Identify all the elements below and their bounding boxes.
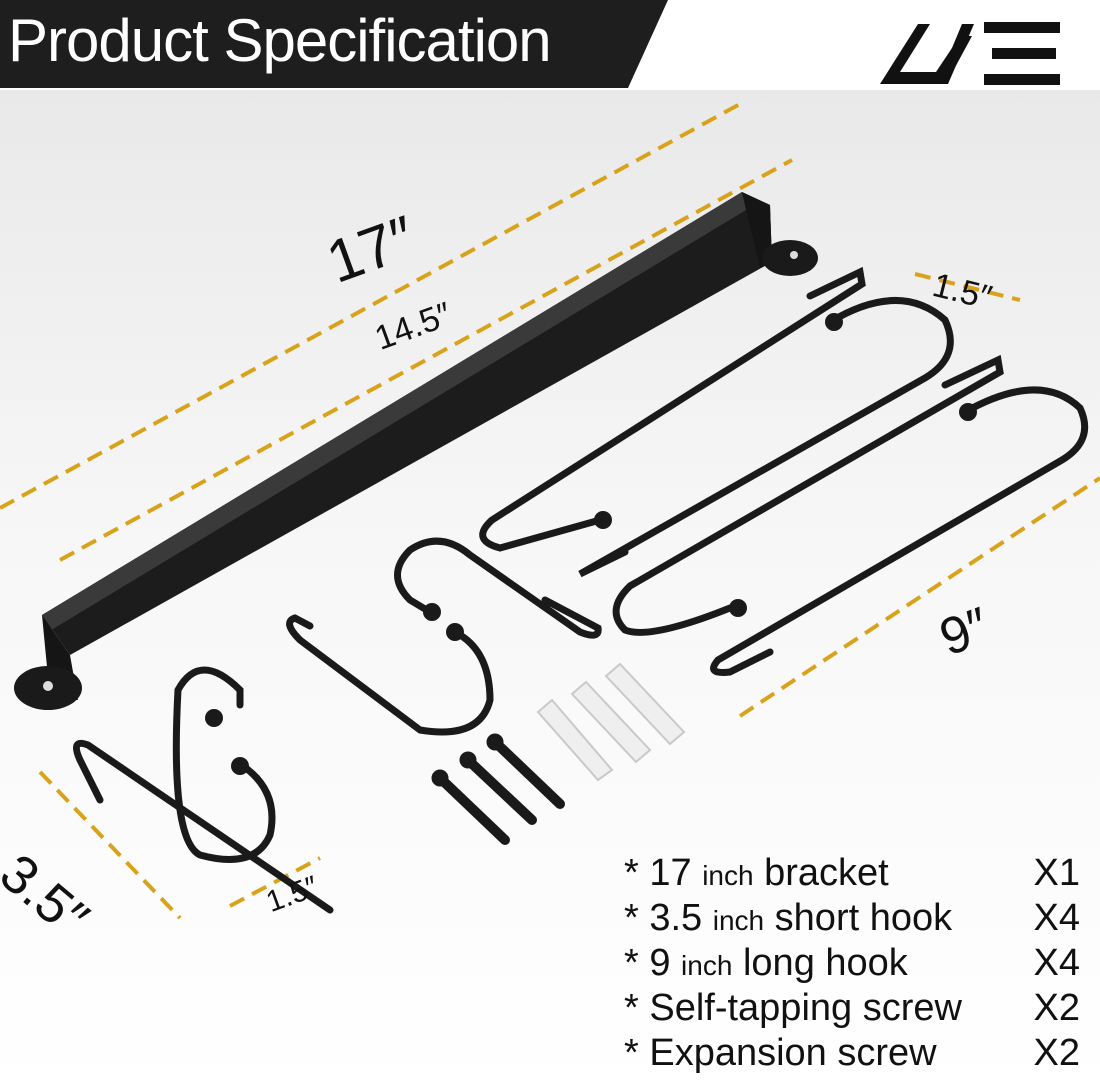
short-hook-ball-ends [205, 603, 464, 775]
spec-name: long hook [742, 942, 908, 984]
page-title: Product Specification [8, 7, 552, 74]
dim-line-1-5-bottom [229, 856, 321, 908]
spec-name: bracket [764, 852, 889, 894]
long-hook-ball-ends [594, 313, 977, 617]
bracket [14, 192, 818, 710]
long-hooks [479, 266, 1089, 676]
spec-num: * Expansion screw [624, 1032, 937, 1074]
short-hooks [72, 537, 602, 914]
dimension-lines [0, 102, 1100, 920]
spec-item: * 17 inch bracket X1 [624, 852, 1094, 897]
dim-line-1-5-top [914, 272, 1021, 302]
title-bar-bg [0, 0, 668, 88]
spec-qty: X4 [1033, 897, 1080, 939]
spec-item: * 3.5 inch short hook X4 [624, 897, 1094, 942]
dim-line-3-5 [38, 770, 182, 920]
spec-num: * 9 [624, 942, 671, 984]
spec-num: * 17 [624, 852, 692, 894]
spec-item: * Self-tapping screw X2 [624, 987, 1094, 1032]
spec-qty: X2 [1033, 1032, 1080, 1074]
spec-item: * Expansion screw X2 [624, 1032, 1094, 1077]
spec-list: * 17 inch bracket X1 * 3.5 inch short ho… [624, 852, 1094, 1077]
brand-logo-icon [880, 22, 1060, 85]
spec-unit: inch [681, 950, 733, 981]
spec-qty: X1 [1033, 852, 1080, 894]
spec-unit: inch [702, 860, 754, 891]
spec-unit: inch [712, 905, 765, 936]
spec-item: * 9 inch long hook X4 [624, 942, 1094, 987]
expansion-anchors [536, 662, 686, 782]
spec-qty: X4 [1033, 942, 1080, 984]
spec-qty: X2 [1033, 987, 1080, 1029]
dim-line-9 [738, 476, 1100, 718]
dim-line-14-5 [59, 158, 793, 562]
spec-num: * Self-tapping screw [624, 987, 962, 1029]
spec-name: short hook [774, 897, 953, 939]
spec-num: * 3.5 [624, 897, 703, 939]
dim-line-17 [0, 102, 741, 510]
self-tapping-screws [431, 733, 565, 845]
